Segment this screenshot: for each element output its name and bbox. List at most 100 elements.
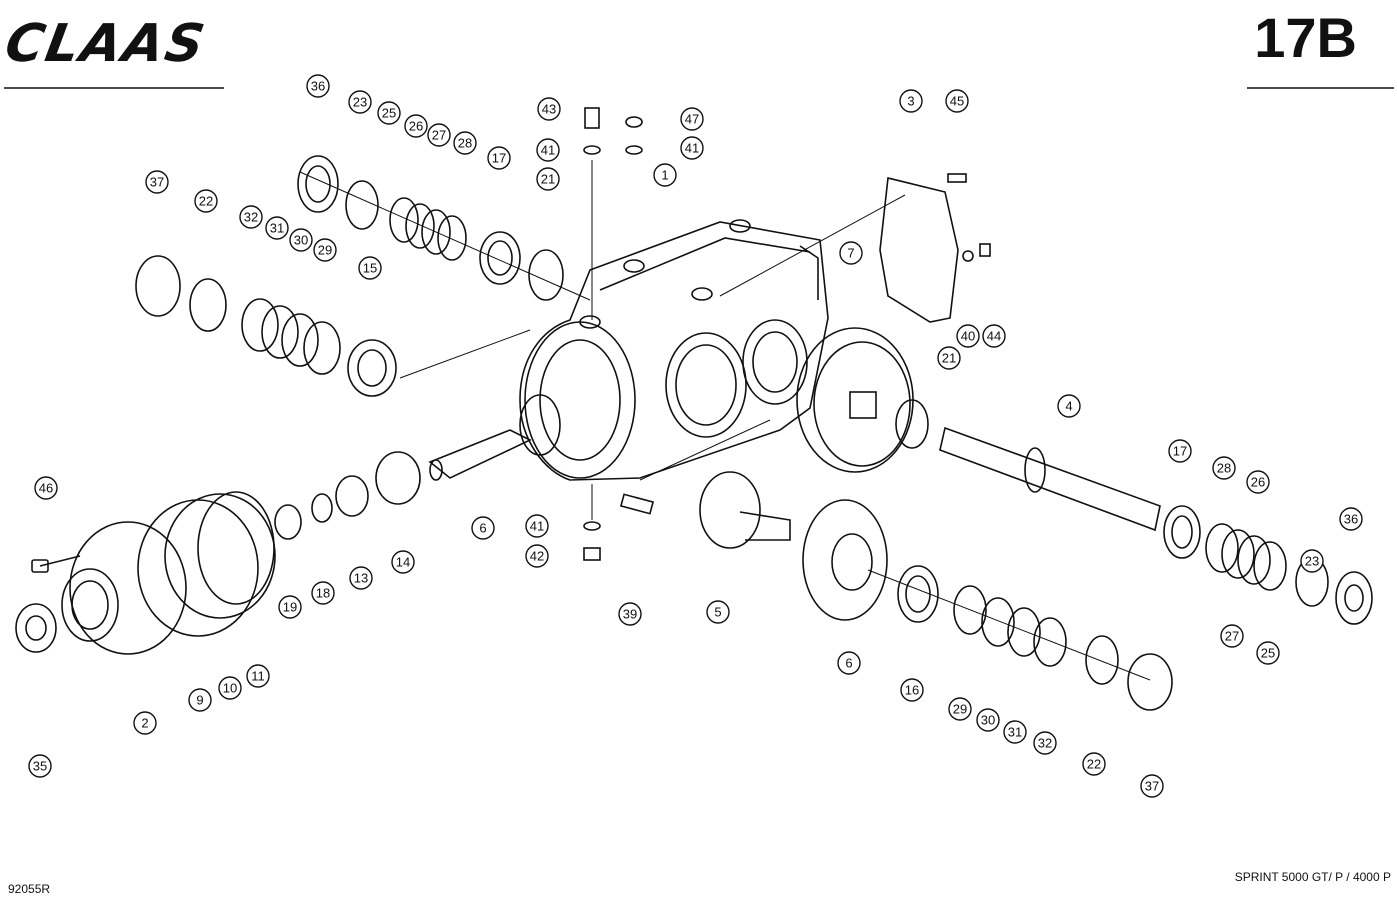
- callout-number: 46: [39, 481, 53, 496]
- left-pinion-shaft: [428, 394, 561, 481]
- callout-circle: [1339, 507, 1363, 531]
- callout-number: 45: [950, 94, 964, 109]
- callout-number: 41: [530, 519, 544, 534]
- callout-number: 14: [396, 555, 410, 570]
- callout-circle: [837, 651, 861, 675]
- callout-number: 27: [432, 128, 446, 143]
- lower-right-seals: [867, 565, 1173, 711]
- callout-number: 6: [845, 656, 852, 671]
- callout-circle: [145, 170, 169, 194]
- callout-number: 47: [685, 112, 699, 127]
- callout-circle: [937, 346, 961, 370]
- callout-number: 7: [847, 246, 854, 261]
- callout-circle: [525, 514, 549, 538]
- callout-circle: [487, 146, 511, 170]
- output-flange: [15, 451, 421, 655]
- callout-circle: [348, 90, 372, 114]
- callout-number: 29: [953, 702, 967, 717]
- callout-circle: [618, 602, 642, 626]
- callout-circle: [358, 256, 382, 280]
- callout-number: 22: [1087, 757, 1101, 772]
- callout-number: 37: [150, 175, 164, 190]
- callout-number: 26: [409, 119, 423, 134]
- callout-number: 11: [251, 669, 265, 684]
- callout-number: 41: [685, 141, 699, 156]
- callout-number: 30: [981, 713, 995, 728]
- callout-circle: [471, 516, 495, 540]
- callout-circle: [1220, 624, 1244, 648]
- callout-number: 21: [942, 351, 956, 366]
- callout-number: 6: [479, 521, 486, 536]
- callout-number: 22: [199, 194, 213, 209]
- callout-number: 28: [1217, 461, 1231, 476]
- gearbox-housing: [519, 219, 829, 481]
- callout-circle: [311, 581, 335, 605]
- callout-circle: [680, 136, 704, 160]
- callout-circle: [377, 101, 401, 125]
- callout-number: 37: [1145, 779, 1159, 794]
- callout-number: 13: [354, 571, 368, 586]
- callout-circle: [945, 89, 969, 113]
- callout-circle: [194, 189, 218, 213]
- callout-number: 30: [294, 233, 308, 248]
- callout-circle: [404, 114, 428, 138]
- callout-number: 3: [907, 94, 914, 109]
- spur-gear: [796, 327, 929, 473]
- callout-circle: [289, 228, 313, 252]
- callout-circle: [536, 167, 560, 191]
- callout-number: 43: [542, 102, 556, 117]
- callout-circle: [956, 324, 980, 348]
- callout-circle: [1168, 439, 1192, 463]
- drawing-number: 92055R: [8, 882, 51, 896]
- callout-circle: [653, 163, 677, 187]
- callout-circle: [1140, 774, 1164, 798]
- callout-number: 17: [492, 151, 506, 166]
- callout-circle: [313, 238, 337, 262]
- callout-circle: [239, 205, 263, 229]
- callout-number: 36: [1344, 512, 1358, 527]
- callout-number: 17: [1173, 444, 1187, 459]
- upper-left-seals: [297, 155, 591, 301]
- callout-circle: [899, 89, 923, 113]
- callout-circle: [839, 241, 863, 265]
- callout-circle: [133, 711, 157, 735]
- callout-circle: [265, 216, 289, 240]
- callout-number: 16: [905, 683, 919, 698]
- callout-circle: [278, 595, 302, 619]
- callout-circle: [188, 688, 212, 712]
- callout-circle: [391, 550, 415, 574]
- callout-number: 28: [458, 136, 472, 151]
- callout-circle: [34, 476, 58, 500]
- callout-number: 23: [1305, 554, 1319, 569]
- bevel-pinion: [619, 419, 791, 549]
- callout-circle: [246, 664, 270, 688]
- callout-circle: [1057, 394, 1081, 418]
- callout-number: 39: [623, 607, 637, 622]
- callout-number: 2: [141, 716, 148, 731]
- callout-circle: [537, 97, 561, 121]
- callout-bubbles: 1234566791011131415161717181921212222232…: [28, 74, 1363, 798]
- callout-number: 32: [244, 210, 258, 225]
- callout-number: 21: [541, 172, 555, 187]
- callout-number: 10: [223, 681, 237, 696]
- callout-number: 23: [353, 95, 367, 110]
- callout-circle: [706, 600, 730, 624]
- callout-circle: [525, 544, 549, 568]
- callout-circle: [948, 697, 972, 721]
- callout-number: 36: [311, 79, 325, 94]
- model-label: SPRINT 5000 GT/ P / 4000 P: [1234, 870, 1391, 884]
- callout-circle: [976, 708, 1000, 732]
- callout-circle: [1300, 549, 1324, 573]
- callout-circle: [349, 566, 373, 590]
- callout-number: 40: [961, 329, 975, 344]
- callout-circle: [1033, 731, 1057, 755]
- callout-circle: [218, 676, 242, 700]
- callout-circle: [427, 123, 451, 147]
- callout-number: 25: [1261, 646, 1275, 661]
- bevel-gear: [802, 499, 888, 621]
- callout-circle: [453, 131, 477, 155]
- callout-circle: [982, 324, 1006, 348]
- callout-circle: [306, 74, 330, 98]
